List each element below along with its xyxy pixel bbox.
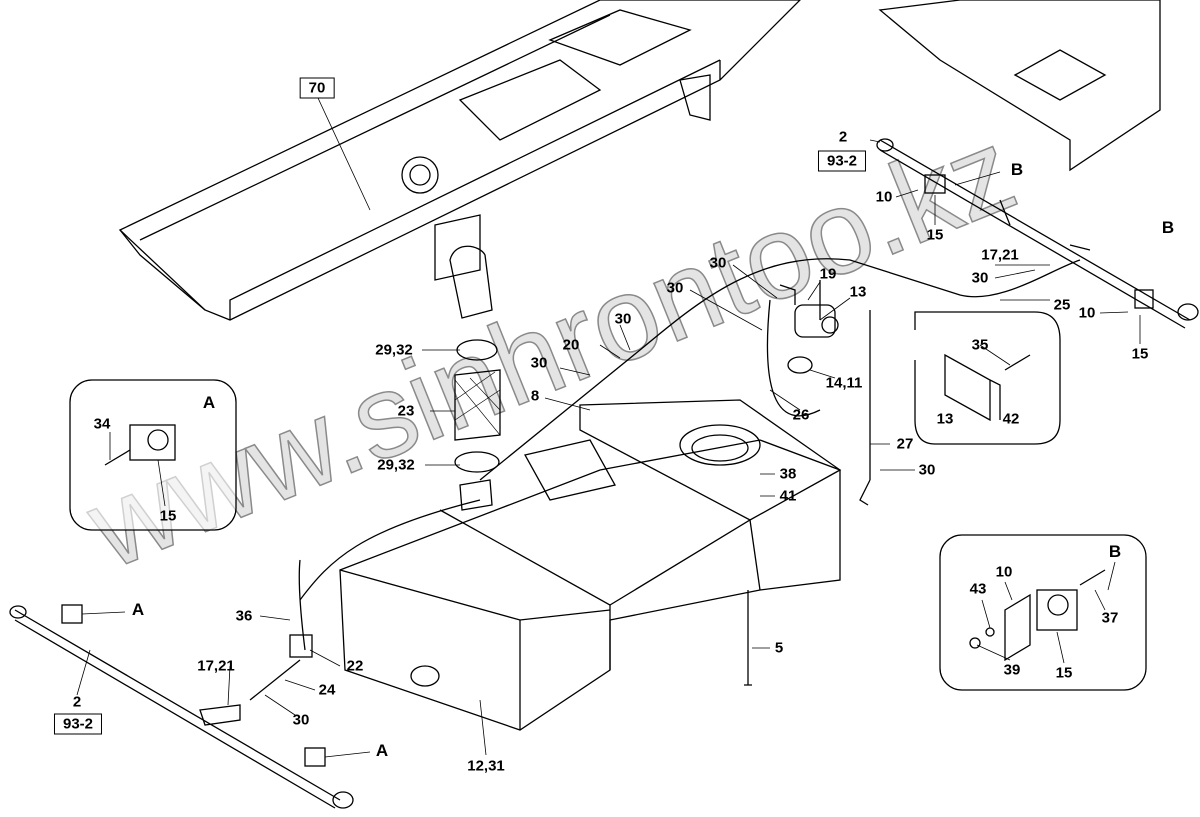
callout-label: 30 bbox=[530, 354, 548, 372]
callout-label: A bbox=[375, 741, 389, 760]
callout-label: 17,21 bbox=[981, 246, 1019, 264]
bracket bbox=[679, 74, 711, 121]
callout-label: 30 bbox=[292, 711, 310, 729]
fuel-tank bbox=[339, 399, 842, 731]
callout-label: 17,21 bbox=[197, 657, 235, 675]
callout-label: 25 bbox=[1053, 296, 1071, 314]
callout-label: B bbox=[1108, 542, 1122, 561]
pipe-assembly-left bbox=[9, 604, 354, 809]
callout-label: 35 bbox=[971, 336, 989, 354]
callout-label: A bbox=[202, 393, 216, 412]
callout-label: 26 bbox=[792, 406, 810, 424]
callout-label: 20 bbox=[562, 336, 580, 354]
callout-label: 30 bbox=[971, 269, 989, 287]
callout-label: 15 bbox=[1131, 345, 1149, 363]
callout-label: 10 bbox=[875, 188, 893, 206]
callout-label: 27 bbox=[896, 435, 914, 453]
leader-lines bbox=[76, 97, 1141, 758]
callout-label: 13 bbox=[936, 410, 954, 428]
callout-label: A bbox=[131, 600, 145, 619]
callout-label: 43 bbox=[969, 580, 987, 598]
detail-inset-bracket bbox=[914, 311, 1061, 445]
callout-label: 41 bbox=[779, 487, 797, 505]
callout-label: B bbox=[1161, 218, 1175, 237]
reference-box-label: 93-2 bbox=[817, 150, 867, 172]
callout-label: 34 bbox=[93, 415, 111, 433]
callout-label: 10 bbox=[995, 563, 1013, 581]
callout-label: 15 bbox=[1055, 664, 1073, 682]
chassis-frame bbox=[118, 0, 801, 321]
callout-label: 29,32 bbox=[377, 456, 415, 474]
callout-label: 22 bbox=[346, 657, 364, 675]
callout-label: 10 bbox=[1078, 304, 1096, 322]
callout-label: 13 bbox=[849, 283, 867, 301]
callout-label: 38 bbox=[779, 465, 797, 483]
callout-label: 12,31 bbox=[467, 757, 505, 775]
filler-neck bbox=[434, 214, 501, 511]
callout-label: 30 bbox=[709, 254, 727, 272]
callout-label: 15 bbox=[159, 507, 177, 525]
detail-inset-b bbox=[939, 534, 1147, 691]
fender-box bbox=[878, 0, 1161, 172]
callout-label: 29,32 bbox=[375, 341, 413, 359]
callout-label: 37 bbox=[1101, 609, 1119, 627]
callout-label: B bbox=[1010, 160, 1024, 179]
callout-label: 30 bbox=[666, 279, 684, 297]
callout-label: 8 bbox=[530, 387, 540, 405]
fuel-lines bbox=[249, 258, 1081, 701]
detail-inset-a bbox=[69, 379, 237, 531]
callout-label: 15 bbox=[926, 226, 944, 244]
callout-label: 36 bbox=[235, 607, 253, 625]
callout-label: 2 bbox=[72, 693, 82, 711]
callout-label: 14,11 bbox=[825, 374, 863, 392]
pipe-assembly-right bbox=[876, 138, 1199, 329]
reference-box-label: 70 bbox=[299, 77, 335, 99]
reference-box-label: 93-2 bbox=[53, 713, 103, 735]
pump bbox=[779, 284, 839, 374]
callout-label: 23 bbox=[397, 402, 415, 420]
callout-label: 30 bbox=[918, 461, 936, 479]
callout-label: 39 bbox=[1003, 661, 1021, 679]
callout-label: 24 bbox=[318, 681, 336, 699]
callout-label: 19 bbox=[819, 265, 837, 283]
callout-label: 5 bbox=[774, 639, 784, 657]
callout-label: 2 bbox=[838, 128, 848, 146]
callout-label: 42 bbox=[1002, 410, 1020, 428]
callout-label: 30 bbox=[614, 310, 632, 328]
